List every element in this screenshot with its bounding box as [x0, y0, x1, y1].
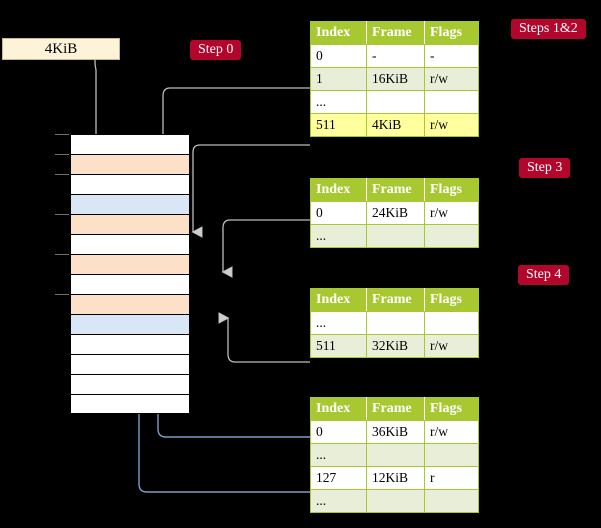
- memory-row-tick: [55, 254, 69, 255]
- table-cell-flags: [424, 311, 479, 335]
- column-header-flags: Flags: [424, 288, 479, 312]
- memory-frame-row: [70, 274, 190, 294]
- table-cell-flags: [424, 90, 479, 114]
- table-cell-index: 511: [310, 334, 367, 358]
- table-cell-index: 1: [310, 67, 367, 91]
- table-cell-frame: [366, 443, 425, 467]
- column-header-index: Index: [310, 288, 367, 312]
- table-cell-index: ...: [310, 489, 367, 513]
- step-badge-steps-1-2: Steps 1&2: [511, 19, 586, 39]
- step-badge-step-3: Step 3: [519, 158, 571, 178]
- table-cell-index: ...: [310, 90, 367, 114]
- memory-frame-row: [70, 214, 190, 234]
- table-cell-frame: [366, 489, 425, 513]
- memory-frame-row: [70, 194, 190, 214]
- memory-frame-row: [70, 334, 190, 354]
- column-header-frame: Frame: [366, 397, 425, 421]
- memory-frame-row: [70, 254, 190, 274]
- memory-frame-row: [70, 374, 190, 394]
- memory-frame-row: [70, 314, 190, 334]
- table-cell-frame: 36KiB: [366, 420, 425, 444]
- memory-frame-row: [70, 294, 190, 314]
- table-cell-index: 511: [310, 113, 367, 137]
- table-cell-frame: [366, 90, 425, 114]
- table-cell-frame: [366, 224, 425, 248]
- memory-frame-row: [70, 154, 190, 174]
- table-row: ...: [310, 489, 479, 513]
- table-cell-frame: 24KiB: [366, 201, 425, 225]
- table-row: ...: [310, 311, 479, 335]
- page-size-box: 4KiB: [2, 38, 120, 60]
- table-cell-flags: r/w: [424, 334, 479, 358]
- memory-frame-row: [70, 354, 190, 374]
- column-header-frame: Frame: [366, 21, 425, 45]
- table-cell-flags: r/w: [424, 67, 479, 91]
- table-cell-flags: [424, 489, 479, 513]
- table-cell-index: ...: [310, 443, 367, 467]
- table-row: 0--: [310, 44, 479, 68]
- table-cell-index: 127: [310, 466, 367, 490]
- physical-memory-column: [55, 134, 190, 415]
- table-cell-index: 0: [310, 201, 367, 225]
- step-badge-step-4: Step 4: [518, 265, 570, 285]
- memory-row-tick: [55, 134, 69, 135]
- memory-frame-row: [70, 394, 190, 414]
- table-cell-flags: [424, 443, 479, 467]
- column-header-index: Index: [310, 21, 367, 45]
- table-cell-frame: 4KiB: [366, 113, 425, 137]
- table-cell-index: ...: [310, 311, 367, 335]
- table-cell-flags: -: [424, 44, 479, 68]
- table-cell-flags: [424, 224, 479, 248]
- column-header-flags: Flags: [424, 178, 479, 202]
- table-row: ...: [310, 443, 479, 467]
- table-cell-frame: 32KiB: [366, 334, 425, 358]
- memory-row-tick: [55, 174, 69, 175]
- table-cell-index: 0: [310, 420, 367, 444]
- table-cell-frame: 12KiB: [366, 466, 425, 490]
- table-cell-flags: r/w: [424, 201, 479, 225]
- table-cell-flags: r/w: [424, 113, 479, 137]
- memory-frame-row: [70, 134, 190, 154]
- column-header-flags: Flags: [424, 397, 479, 421]
- memory-frame-row: [70, 234, 190, 254]
- column-header-index: Index: [310, 397, 367, 421]
- memory-row-tick: [55, 214, 69, 215]
- table-row: ...: [310, 90, 479, 114]
- column-header-frame: Frame: [366, 178, 425, 202]
- table-cell-index: ...: [310, 224, 367, 248]
- column-header-frame: Frame: [366, 288, 425, 312]
- table-cell-flags: r: [424, 466, 479, 490]
- table-row: ...: [310, 224, 479, 248]
- memory-row-tick: [55, 294, 69, 295]
- table-cell-index: 0: [310, 44, 367, 68]
- column-header-flags: Flags: [424, 21, 479, 45]
- table-cell-frame: 16KiB: [366, 67, 425, 91]
- step-badge-step-0: Step 0: [190, 40, 242, 60]
- table-cell-flags: r/w: [424, 420, 479, 444]
- column-header-index: Index: [310, 178, 367, 202]
- memory-frame-row: [70, 174, 190, 194]
- table-cell-frame: -: [366, 44, 425, 68]
- memory-row-tick: [55, 154, 69, 155]
- table-cell-frame: [366, 311, 425, 335]
